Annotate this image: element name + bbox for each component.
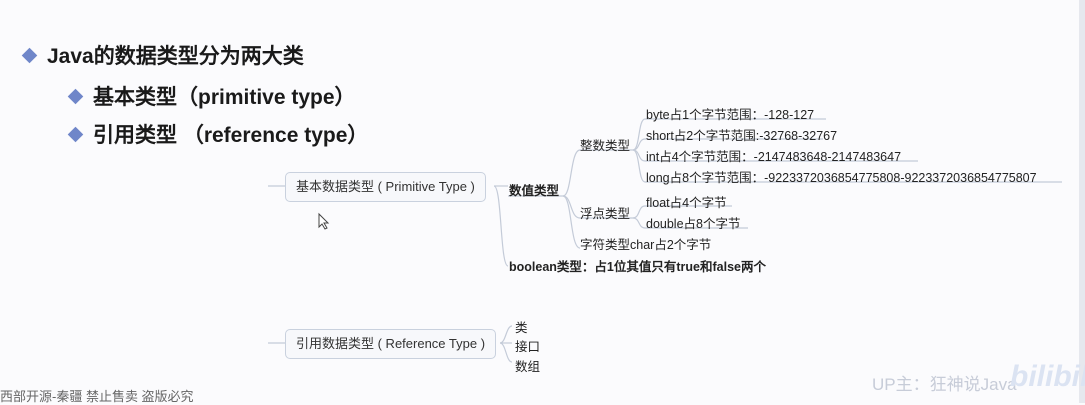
bullet-main: Java的数据类型分为两大类 <box>21 40 304 70</box>
reference-type-node[interactable]: 引用数据类型 ( Reference Type ) <box>285 329 497 359</box>
reference-type-label: 引用数据类型 ( Reference Type ) <box>296 336 486 351</box>
scrollbar[interactable] <box>1079 0 1085 403</box>
int-label: int占4个字节范围：-2147483648-2147483647 <box>646 150 902 164</box>
bullet-reference: 引用类型 （reference type） <box>67 119 369 149</box>
interface-label: 接口 <box>515 340 541 354</box>
long-label: long占8个字节范围：-9223372036854775808-9223372… <box>646 171 1037 185</box>
primitive-type-node[interactable]: 基本数据类型 ( Primitive Type ) <box>285 172 486 202</box>
float-label: float占4个字节 <box>646 196 727 210</box>
bullet-reference-text: 引用类型 （reference type） <box>93 124 369 147</box>
class-label: 类 <box>515 321 528 335</box>
char-label: 字符类型char占2个字节 <box>580 238 712 252</box>
watermark-text: UP主：狂神说Java <box>872 375 1017 394</box>
short-label: short占2个字节范围:-32768-32767 <box>646 129 838 143</box>
numeric-type-label: 数值类型 <box>509 184 560 198</box>
bullet-primitive-text: 基本类型（primitive type） <box>93 86 356 109</box>
bullet-primitive: 基本类型（primitive type） <box>67 81 356 111</box>
integer-type-label: 整数类型 <box>580 139 631 153</box>
primitive-type-label: 基本数据类型 ( Primitive Type ) <box>296 179 475 194</box>
bilibili-logo: bilibili <box>1010 360 1085 393</box>
mouse-cursor-icon <box>318 212 330 230</box>
array-label: 数组 <box>515 360 541 374</box>
footer-text: 西部开源-秦疆 禁止售卖 盗版必究 <box>0 389 194 404</box>
floating-type-label: 浮点类型 <box>580 207 631 221</box>
byte-label: byte占1个字节范围：-128-127 <box>646 108 815 122</box>
bullet-main-text: Java的数据类型分为两大类 <box>47 45 304 68</box>
double-label: double占8个字节 <box>646 217 741 231</box>
boolean-label: boolean类型：占1位其值只有true和false两个 <box>509 260 766 274</box>
